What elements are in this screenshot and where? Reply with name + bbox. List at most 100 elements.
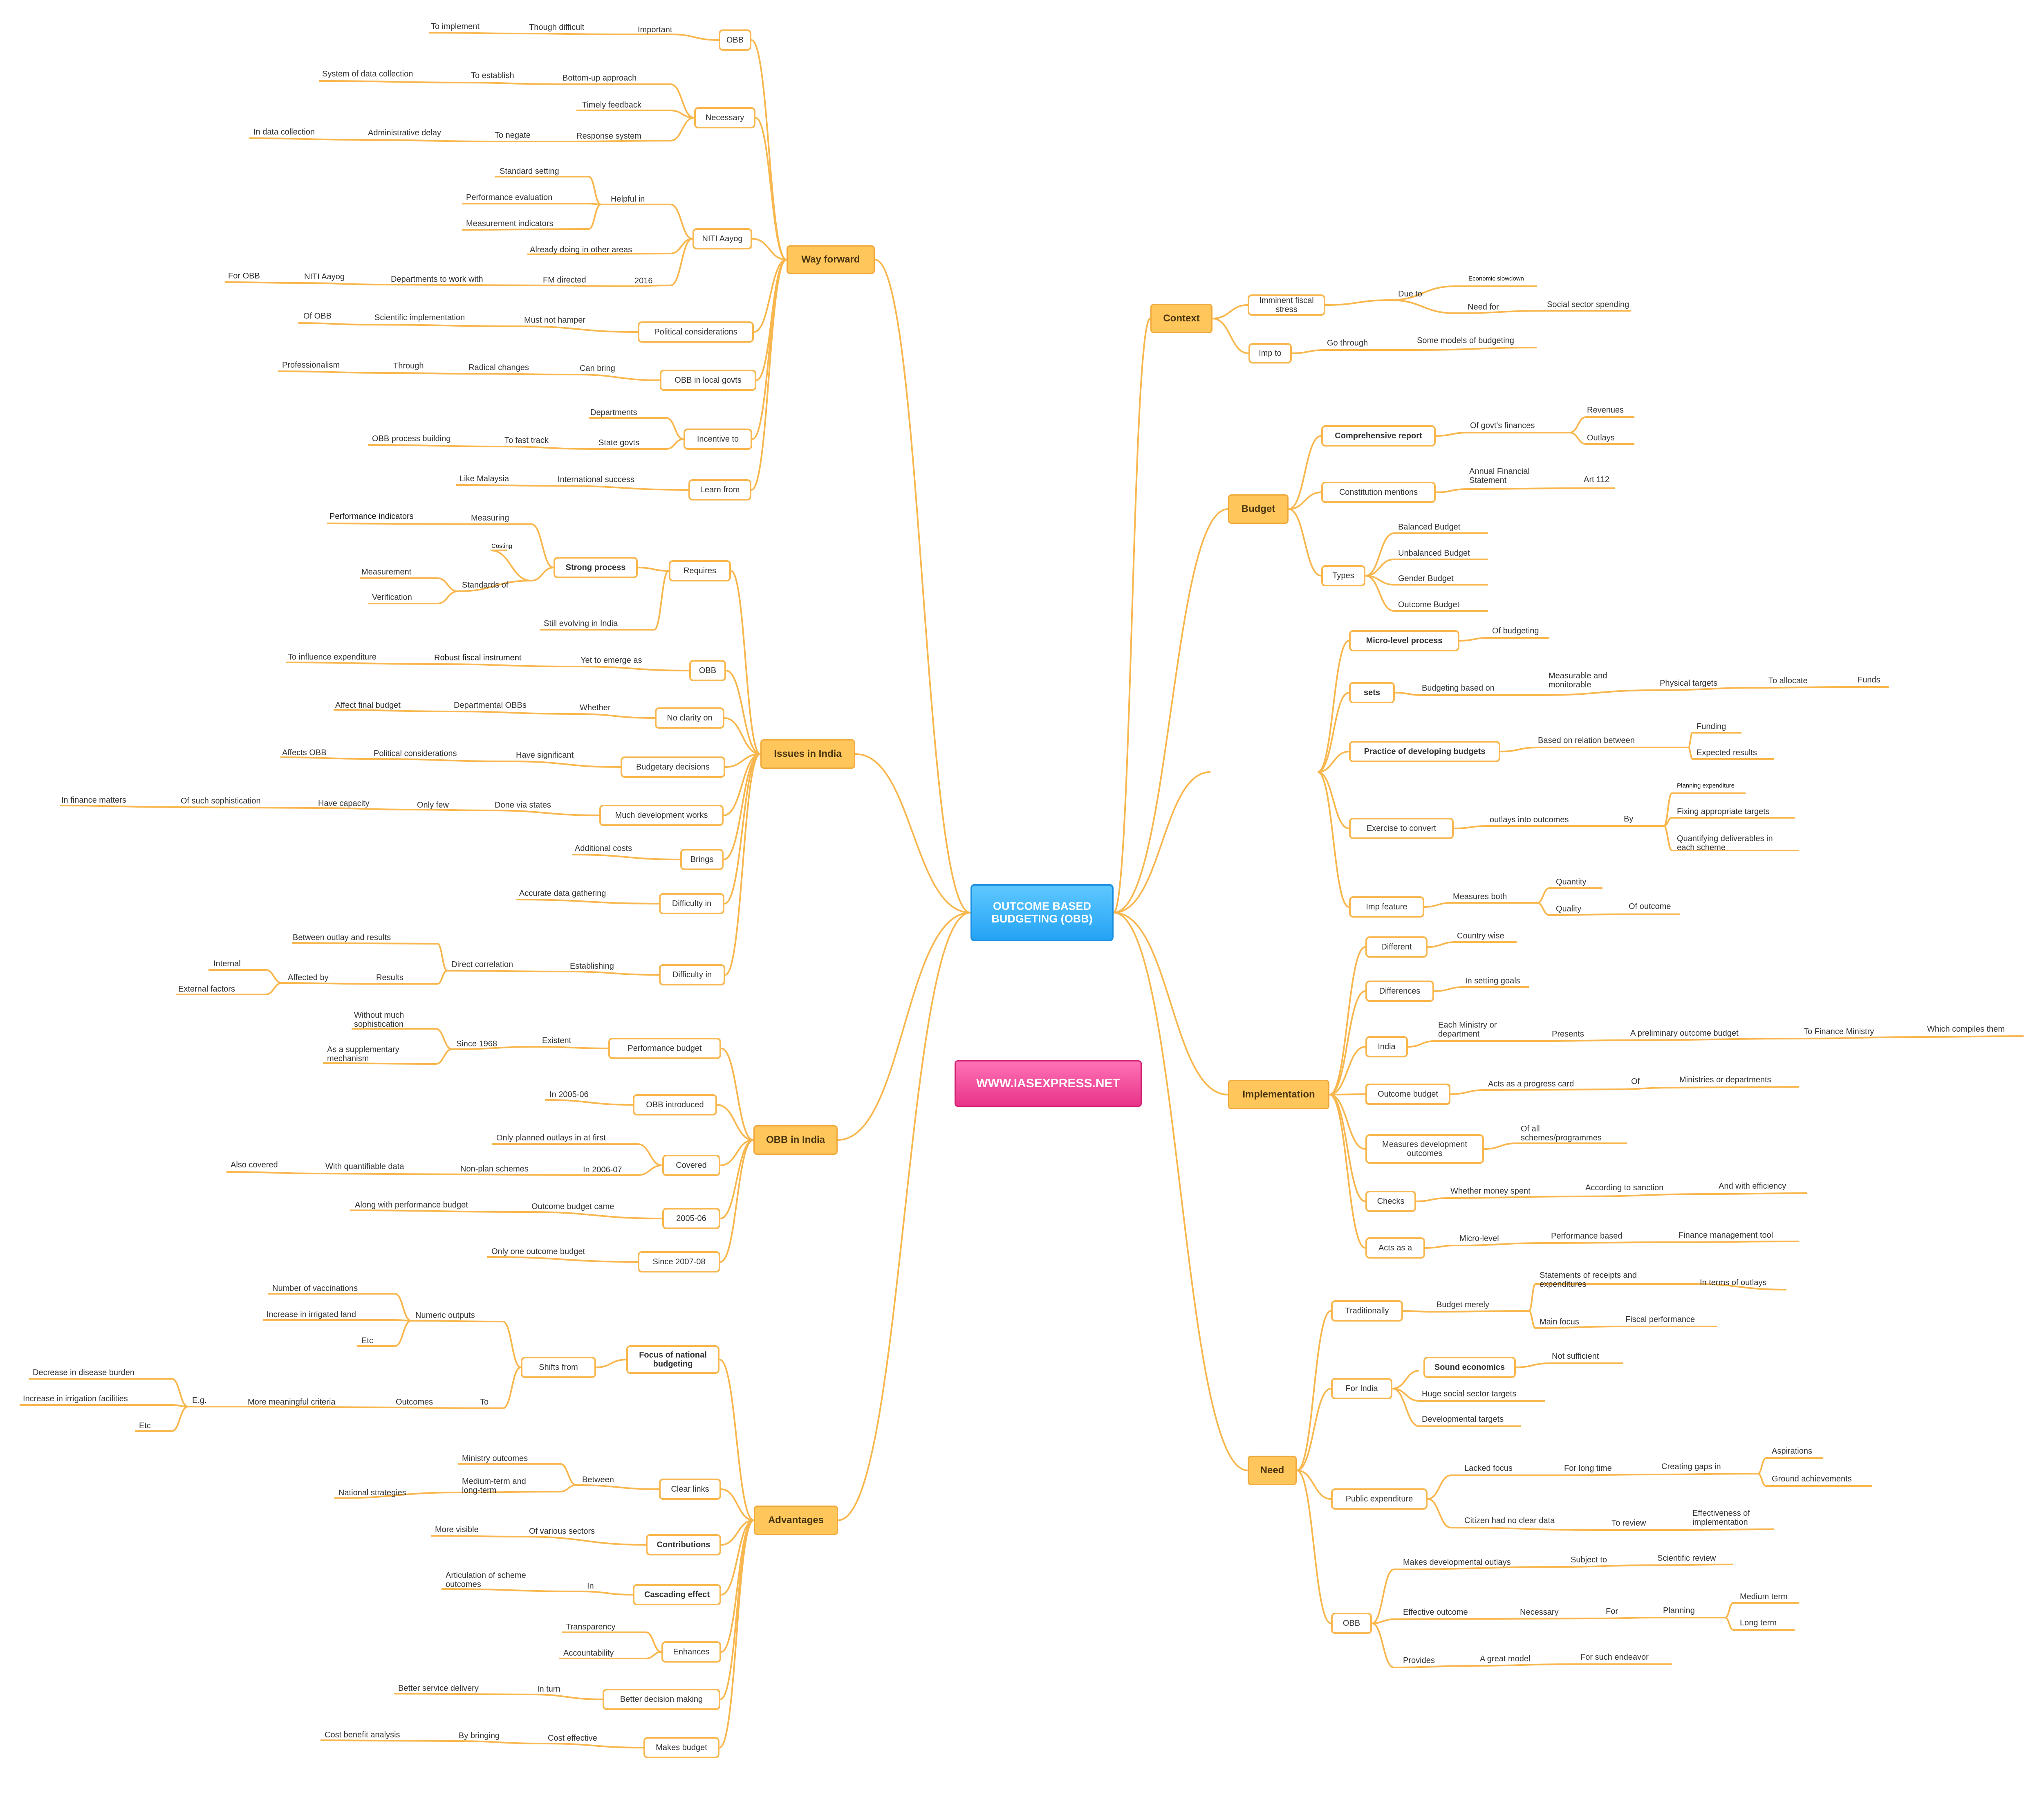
node-micro-level-process[interactable]: Micro-level process — [1349, 630, 1459, 651]
node-focus-national[interactable]: Focus of national budgeting — [626, 1345, 719, 1374]
node-for-india[interactable]: For India — [1331, 1378, 1392, 1399]
node-budgetary-decisions[interactable]: Budgetary decisions — [621, 756, 725, 778]
label-of-various-sectors: Of various sectors — [529, 1527, 595, 1536]
connector — [1553, 1474, 1656, 1476]
node-since-2007-08[interactable]: Since 2007-08 — [638, 1251, 720, 1272]
connector — [1453, 825, 1488, 829]
connector — [456, 1174, 579, 1176]
node-difficulty-in-2[interactable]: Difficulty in — [659, 964, 725, 985]
connector — [565, 971, 659, 976]
connector — [265, 969, 282, 984]
node-india[interactable]: India — [1365, 1036, 1408, 1057]
connector — [1113, 912, 1228, 1095]
node-traditionally[interactable]: Traditionally — [1331, 1300, 1403, 1322]
node-difficulty-in-1[interactable]: Difficulty in — [659, 893, 724, 914]
node-better-decision[interactable]: Better decision making — [603, 1689, 720, 1710]
node-checks[interactable]: Checks — [1365, 1191, 1416, 1212]
connector — [394, 1320, 412, 1347]
connector — [1655, 687, 1758, 691]
connector — [1455, 310, 1546, 314]
node-exercise-to-convert[interactable]: Exercise to convert — [1349, 818, 1454, 839]
label-of-outcome: Of outcome — [1629, 902, 1671, 911]
branch-need[interactable]: Need — [1248, 1456, 1297, 1485]
label-fm-directed: FM directed — [543, 276, 586, 285]
label-of-budgeting: Of budgeting — [1492, 626, 1539, 635]
node-practice-of-developing[interactable]: Practice of developing budgets — [1349, 741, 1500, 762]
connector — [560, 1463, 577, 1486]
node-necessary[interactable]: Necessary — [694, 107, 755, 128]
node-obb-introduced[interactable]: OBB introduced — [633, 1094, 717, 1115]
node-requires[interactable]: Requires — [669, 560, 731, 581]
node-contributions[interactable]: Contributions — [646, 1534, 721, 1555]
node-wf-obb[interactable]: OBB — [719, 29, 751, 51]
branch-implementation[interactable]: Implementation — [1228, 1080, 1329, 1109]
label-affect-final-budget: Affect final budget — [335, 701, 401, 710]
central-topic[interactable]: OUTCOME BASED BUDGETING (OBB) — [970, 884, 1114, 941]
node-different[interactable]: Different — [1365, 936, 1428, 958]
node-obb-local-govts[interactable]: OBB in local govts — [660, 370, 756, 391]
label-to-allocate: To allocate — [1768, 676, 1808, 685]
node-comprehensive-report[interactable]: Comprehensive report — [1321, 425, 1436, 447]
node-incentive-to[interactable]: Incentive to — [684, 429, 752, 450]
node-public-expenditure[interactable]: Public expenditure — [1331, 1488, 1428, 1510]
branch-way-forward[interactable]: Way forward — [787, 245, 875, 274]
label-budgeting-based-on: Budgeting based on — [1422, 684, 1495, 693]
node-clear-links[interactable]: Clear links — [659, 1479, 721, 1500]
connector — [725, 753, 761, 768]
label-outlays: Outlays — [1587, 433, 1615, 442]
node-brings[interactable]: Brings — [680, 849, 724, 870]
node-political-considerations[interactable]: Political considerations — [638, 321, 754, 343]
node-measures-development[interactable]: Measures development outcomes — [1365, 1134, 1484, 1164]
node-differences[interactable]: Differences — [1365, 981, 1434, 1002]
node-need-obb[interactable]: OBB — [1331, 1613, 1372, 1634]
node-shifts-from[interactable]: Shifts from — [521, 1357, 596, 1378]
branch-advantages[interactable]: Advantages — [754, 1506, 838, 1535]
connector — [572, 854, 681, 860]
branch-issues-in-india[interactable]: Issues in India — [760, 739, 855, 769]
node-much-development[interactable]: Much development works — [599, 805, 724, 826]
node-performance-budget[interactable]: Performance budget — [608, 1038, 721, 1059]
label-with-quantifiable: With quantifiable data — [325, 1162, 404, 1171]
node-no-clarity-on[interactable]: No clarity on — [655, 707, 724, 729]
node-niti-aayog[interactable]: NITI Aayog — [693, 228, 752, 249]
connector — [637, 1143, 663, 1166]
node-acts-as-a[interactable]: Acts as a — [1365, 1237, 1425, 1259]
node-types[interactable]: Types — [1321, 565, 1365, 586]
branch-obb-in-india[interactable]: OBB in India — [753, 1125, 838, 1155]
branch-context[interactable]: Context — [1150, 304, 1213, 333]
node-sets[interactable]: sets — [1349, 682, 1395, 703]
node-cascading-effect[interactable]: Cascading effect — [633, 1584, 721, 1605]
label-in-2005-06: In 2005-06 — [549, 1090, 589, 1099]
label-cost-effective: Cost effective — [548, 1734, 597, 1743]
node-enhances[interactable]: Enhances — [661, 1641, 721, 1663]
connector — [391, 1407, 475, 1409]
node-strong-process[interactable]: Strong process — [554, 557, 638, 578]
label-yet-to-emerge: Yet to emerge as — [580, 656, 642, 665]
node-sound-economics[interactable]: Sound economics — [1423, 1357, 1516, 1378]
node-imp-feature[interactable]: Imp feature — [1349, 896, 1424, 918]
connector — [721, 1488, 754, 1521]
connector — [527, 1211, 663, 1219]
label-performance-evaluation: Performance evaluation — [466, 193, 553, 202]
branch-budget[interactable]: Budget — [1228, 494, 1289, 524]
node-outcome-budget[interactable]: Outcome budget — [1365, 1084, 1450, 1105]
node-learn-from[interactable]: Learn from — [688, 479, 751, 500]
connector — [588, 176, 601, 205]
node-imp-to[interactable]: Imp to — [1248, 343, 1292, 364]
label-economic-slowdown: Economic slowdown — [1468, 275, 1524, 282]
node-constitution-mentions[interactable]: Constitution mentions — [1321, 482, 1436, 503]
connector — [1515, 1362, 1550, 1368]
node-makes-budget[interactable]: Makes budget — [643, 1737, 719, 1758]
connector — [1212, 318, 1249, 354]
connector — [1757, 1473, 1766, 1487]
node-covered[interactable]: Covered — [662, 1155, 720, 1176]
connector — [720, 1139, 754, 1263]
node-imminent-fiscal-stress[interactable]: Imminent fiscal stress — [1248, 294, 1325, 316]
connector — [1688, 732, 1693, 748]
node-y2005-06[interactable]: 2005-06 — [662, 1208, 720, 1229]
label-in-terms-of-outlays: In terms of outlays — [1700, 1278, 1767, 1287]
connector — [327, 523, 466, 525]
node-issues-obb[interactable]: OBB — [689, 660, 726, 681]
connector — [1455, 1242, 1546, 1246]
label-country-wise: Country wise — [1457, 931, 1504, 940]
